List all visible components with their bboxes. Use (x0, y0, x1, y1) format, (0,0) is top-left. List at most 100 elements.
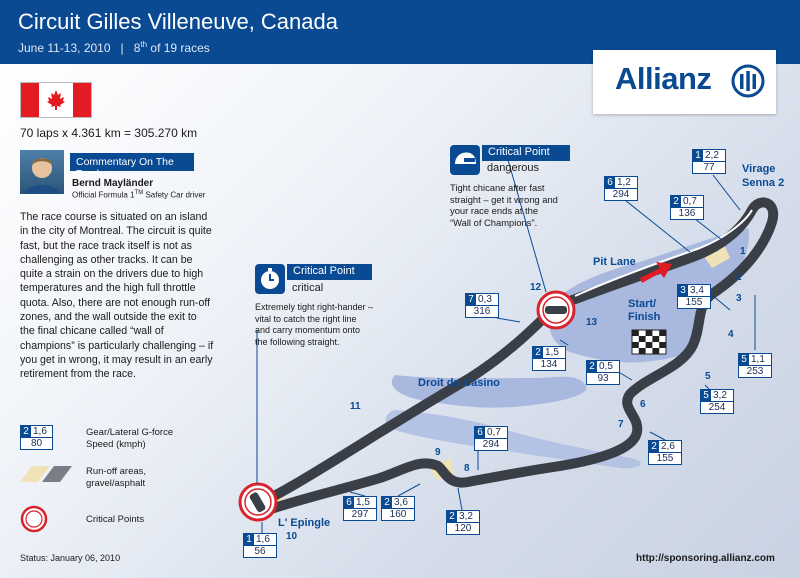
gforce-value: 1,5 (356, 497, 370, 508)
speed-value: 93 (587, 372, 619, 384)
speed-value: 297 (344, 508, 376, 520)
epingle-label: L' Epingle (278, 517, 331, 529)
status-text: Status: January 06, 2010 (20, 553, 121, 563)
role-text: Official Formula 1 (72, 190, 135, 200)
gforce-value: 3,2 (459, 511, 473, 522)
critical-point-description: Extremely tight right-hander – vital to … (255, 302, 373, 348)
corner-number: 12 (530, 282, 542, 293)
race-number-suffix: th (140, 40, 148, 49)
gforce-value: 1,2 (617, 177, 631, 188)
corner-number: 1 (740, 246, 746, 257)
page-title: Circuit Gilles Villeneuve, Canada (18, 9, 338, 34)
race-total: of 19 races (150, 41, 210, 55)
gear-value: 2 (587, 361, 597, 372)
gforce-value: 2,2 (705, 150, 719, 161)
gear-value: 2 (447, 511, 457, 522)
desc-line: your race ends at the (450, 205, 539, 216)
gforce-value: 3,6 (394, 497, 408, 508)
critical-point-legend-icon (20, 505, 48, 533)
gear-value: 1 (244, 534, 254, 545)
helmet-icon (450, 145, 480, 175)
critical-point-heading: Critical Point (482, 145, 570, 161)
race-number: 8 (133, 41, 141, 55)
corner-number: 3 (736, 293, 742, 304)
gforce-value: 1,5 (545, 347, 559, 358)
legend-runoff-label-2: gravel/asphalt (86, 478, 146, 489)
legend-critical-label: Critical Points (86, 514, 145, 525)
critical-point-ring (244, 488, 272, 516)
canada-flag-icon (20, 82, 92, 118)
gforce-value: 1,1 (751, 354, 765, 365)
desc-line: “Wall of Champions”. (450, 216, 538, 228)
gforce-value: 1,6 (33, 426, 47, 437)
car-icon (249, 492, 266, 513)
desc-line: the following straight. (255, 336, 340, 347)
desc-line: Tight chicane after fast (450, 182, 545, 193)
allianz-eagle-icon (731, 64, 765, 98)
role-trademark: TM (134, 190, 144, 196)
corner-number: 7 (618, 419, 624, 430)
speed-value: 134 (533, 358, 565, 370)
gear-value: 7 (466, 294, 476, 305)
gforce-value: 0,5 (599, 361, 613, 372)
speed-value: 77 (693, 161, 725, 173)
corner-number: 4 (728, 329, 734, 340)
gear-value: 3 (678, 285, 688, 296)
corner-number: 6 (640, 399, 646, 410)
commentary-body: The race course is situated on an island… (20, 211, 214, 381)
allianz-logo: Allianz (593, 50, 776, 114)
gear-value: 2 (649, 441, 659, 452)
gforce-value: 0,7 (683, 196, 697, 207)
virage-label: Senna 2 (742, 177, 785, 189)
gear-value: 5 (701, 390, 711, 401)
start-finish-label: Start/ (628, 298, 657, 310)
speed-value: 160 (382, 508, 414, 520)
commentary-heading: Commentary On The Track (70, 153, 194, 180)
desc-line: vital to catch the right line (255, 313, 357, 324)
critical-point-description: Tight chicane after fast straight – get … (450, 182, 558, 228)
water-channel (385, 410, 641, 469)
legend-gear-label: Gear/Lateral G-force (86, 427, 174, 438)
pit-lane-path (574, 209, 753, 297)
legend-runoff-label-1: Run-off areas, (86, 466, 147, 477)
corner-number: 11 (350, 401, 361, 412)
speed-value: 155 (649, 452, 681, 464)
car-icon (545, 306, 567, 314)
logo-text: Allianz (615, 61, 712, 96)
desc-line: and carry momentum onto (255, 325, 361, 335)
runoff-area (705, 240, 730, 268)
speed-value: 155 (678, 296, 710, 308)
gforce-value: 2,6 (661, 441, 675, 452)
gear-value: 6 (605, 177, 615, 188)
commentator-role: Official Formula 1TM Safety Car driver (72, 190, 205, 200)
header-bar: Circuit Gilles Villeneuve, Canada June 1… (0, 0, 800, 64)
gforce-value: 0,3 (478, 294, 492, 305)
sponsor-link[interactable]: http://sponsoring.allianz.com (636, 553, 775, 564)
speed-value: 294 (605, 188, 637, 200)
gear-value: 6 (344, 497, 354, 508)
speed-value: 80 (21, 437, 52, 449)
lap-distance: 70 laps x 4.361 km = 305.270 km (20, 126, 198, 140)
gforce-value: 1,6 (256, 534, 270, 545)
corner-number: 13 (586, 317, 598, 328)
corner-number: 5 (705, 371, 711, 382)
gear-value: 6 (475, 427, 485, 438)
speed-value: 316 (466, 305, 498, 317)
corner-number: 9 (435, 447, 441, 458)
legend-speed-label: Speed (kmph) (86, 439, 146, 450)
stopwatch-icon (255, 264, 285, 294)
start-finish-label: Finish (628, 311, 661, 323)
speed-value: 136 (671, 207, 703, 219)
desc-line: Extremely tight right-hander – (255, 302, 374, 312)
